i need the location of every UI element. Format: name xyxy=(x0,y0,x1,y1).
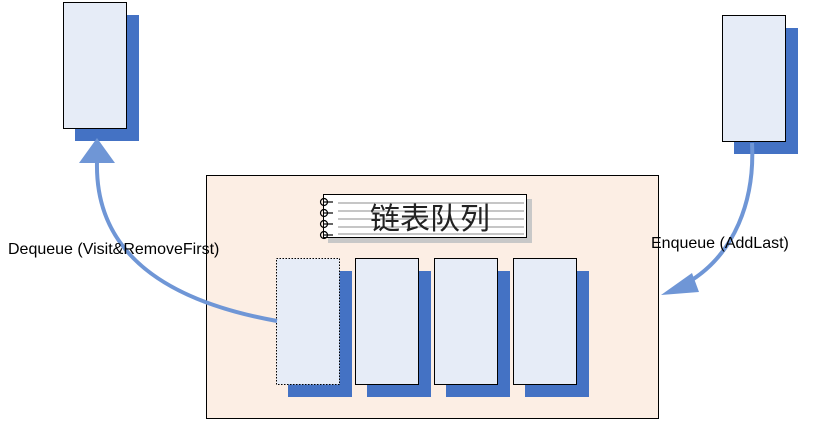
container-title: 链表队列 xyxy=(370,202,490,237)
queue-node-4 xyxy=(513,258,589,397)
queue-node-2 xyxy=(355,258,431,397)
dequeue-arrow xyxy=(79,138,278,323)
title-card: 链表队列 xyxy=(319,194,532,243)
queue-node-3 xyxy=(434,258,510,397)
queue-node-1 xyxy=(276,258,352,397)
dequeue-label: Dequeue (Visit&RemoveFirst) xyxy=(8,241,219,258)
enqueued-node xyxy=(722,15,798,154)
enqueue-arrow xyxy=(661,142,755,295)
enqueue-label: Enqueue (AddLast) xyxy=(651,235,789,252)
dequeued-node xyxy=(63,2,139,141)
notebook-spiral-icon xyxy=(319,197,333,240)
